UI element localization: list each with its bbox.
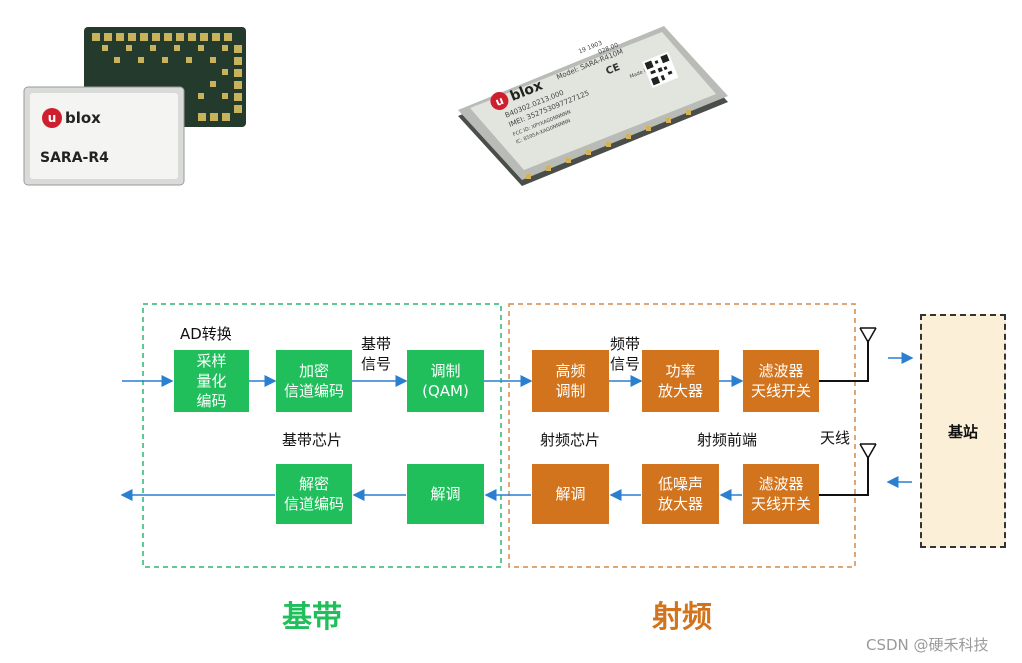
baseband-signal-label: 基带 信号 — [361, 335, 392, 373]
rf-section-border — [508, 303, 856, 568]
ublox-logo-icon-2 — [490, 92, 509, 111]
rf-frontend-label: 射频前端 — [697, 431, 758, 449]
antenna-label: 天线 — [820, 429, 851, 447]
module1-brand: blox — [65, 109, 101, 127]
ublox-logo-u: u — [48, 111, 57, 125]
module1-model: SARA-R4 — [40, 150, 109, 166]
rx-antenna-icon — [859, 443, 877, 459]
hf-modulate-block: 高频 调制 — [532, 350, 609, 412]
decrypt-channel-decode-block: 解密 信道编码 — [276, 464, 352, 524]
ad-convert-label: AD转换 — [180, 325, 232, 343]
baseband-section-border — [142, 303, 502, 568]
rf-section-title: 射频 — [652, 600, 712, 635]
low-noise-amplifier-block: 低噪声 放大器 — [642, 464, 719, 524]
watermark: CSDN @硬禾科技 — [866, 636, 989, 654]
baseband-section-title: 基带 — [282, 600, 342, 635]
qr-code-icon — [642, 51, 679, 88]
tx-antenna-icon — [859, 327, 877, 343]
rf-demodulate-block: 解调 — [532, 464, 609, 524]
rf-signal-label: 频带 信号 — [610, 335, 641, 373]
tx-antenna-line — [819, 340, 869, 382]
encrypt-channel-encode-block: 加密 信道编码 — [276, 350, 352, 412]
modulate-qam-block: 调制 (QAM) — [407, 350, 484, 412]
rx-filter-antenna-switch-block: 滤波器 天线开关 — [743, 464, 819, 524]
sara-r410m-module-image: u blox Model: SARA-R410M B40302.0213.000… — [452, 24, 732, 192]
ublox-logo-icon — [42, 108, 62, 128]
sample-quantize-encode-block: 采样 量化 编码 — [174, 350, 249, 412]
ce-mark: CE — [604, 62, 621, 78]
base-station-label: 基站 — [947, 422, 978, 441]
baseband-chip-label: 基带芯片 — [282, 431, 343, 449]
baseband-demodulate-block: 解调 — [407, 464, 484, 524]
rx-antenna-line — [819, 456, 869, 496]
power-amplifier-block: 功率 放大器 — [642, 350, 719, 412]
base-station: 基站 — [920, 314, 1006, 548]
sara-r4-module-image: u blox SARA-R4 — [22, 25, 252, 187]
rf-chip-label: 射频芯片 — [540, 431, 601, 449]
tx-filter-antenna-switch-block: 滤波器 天线开关 — [743, 350, 819, 412]
